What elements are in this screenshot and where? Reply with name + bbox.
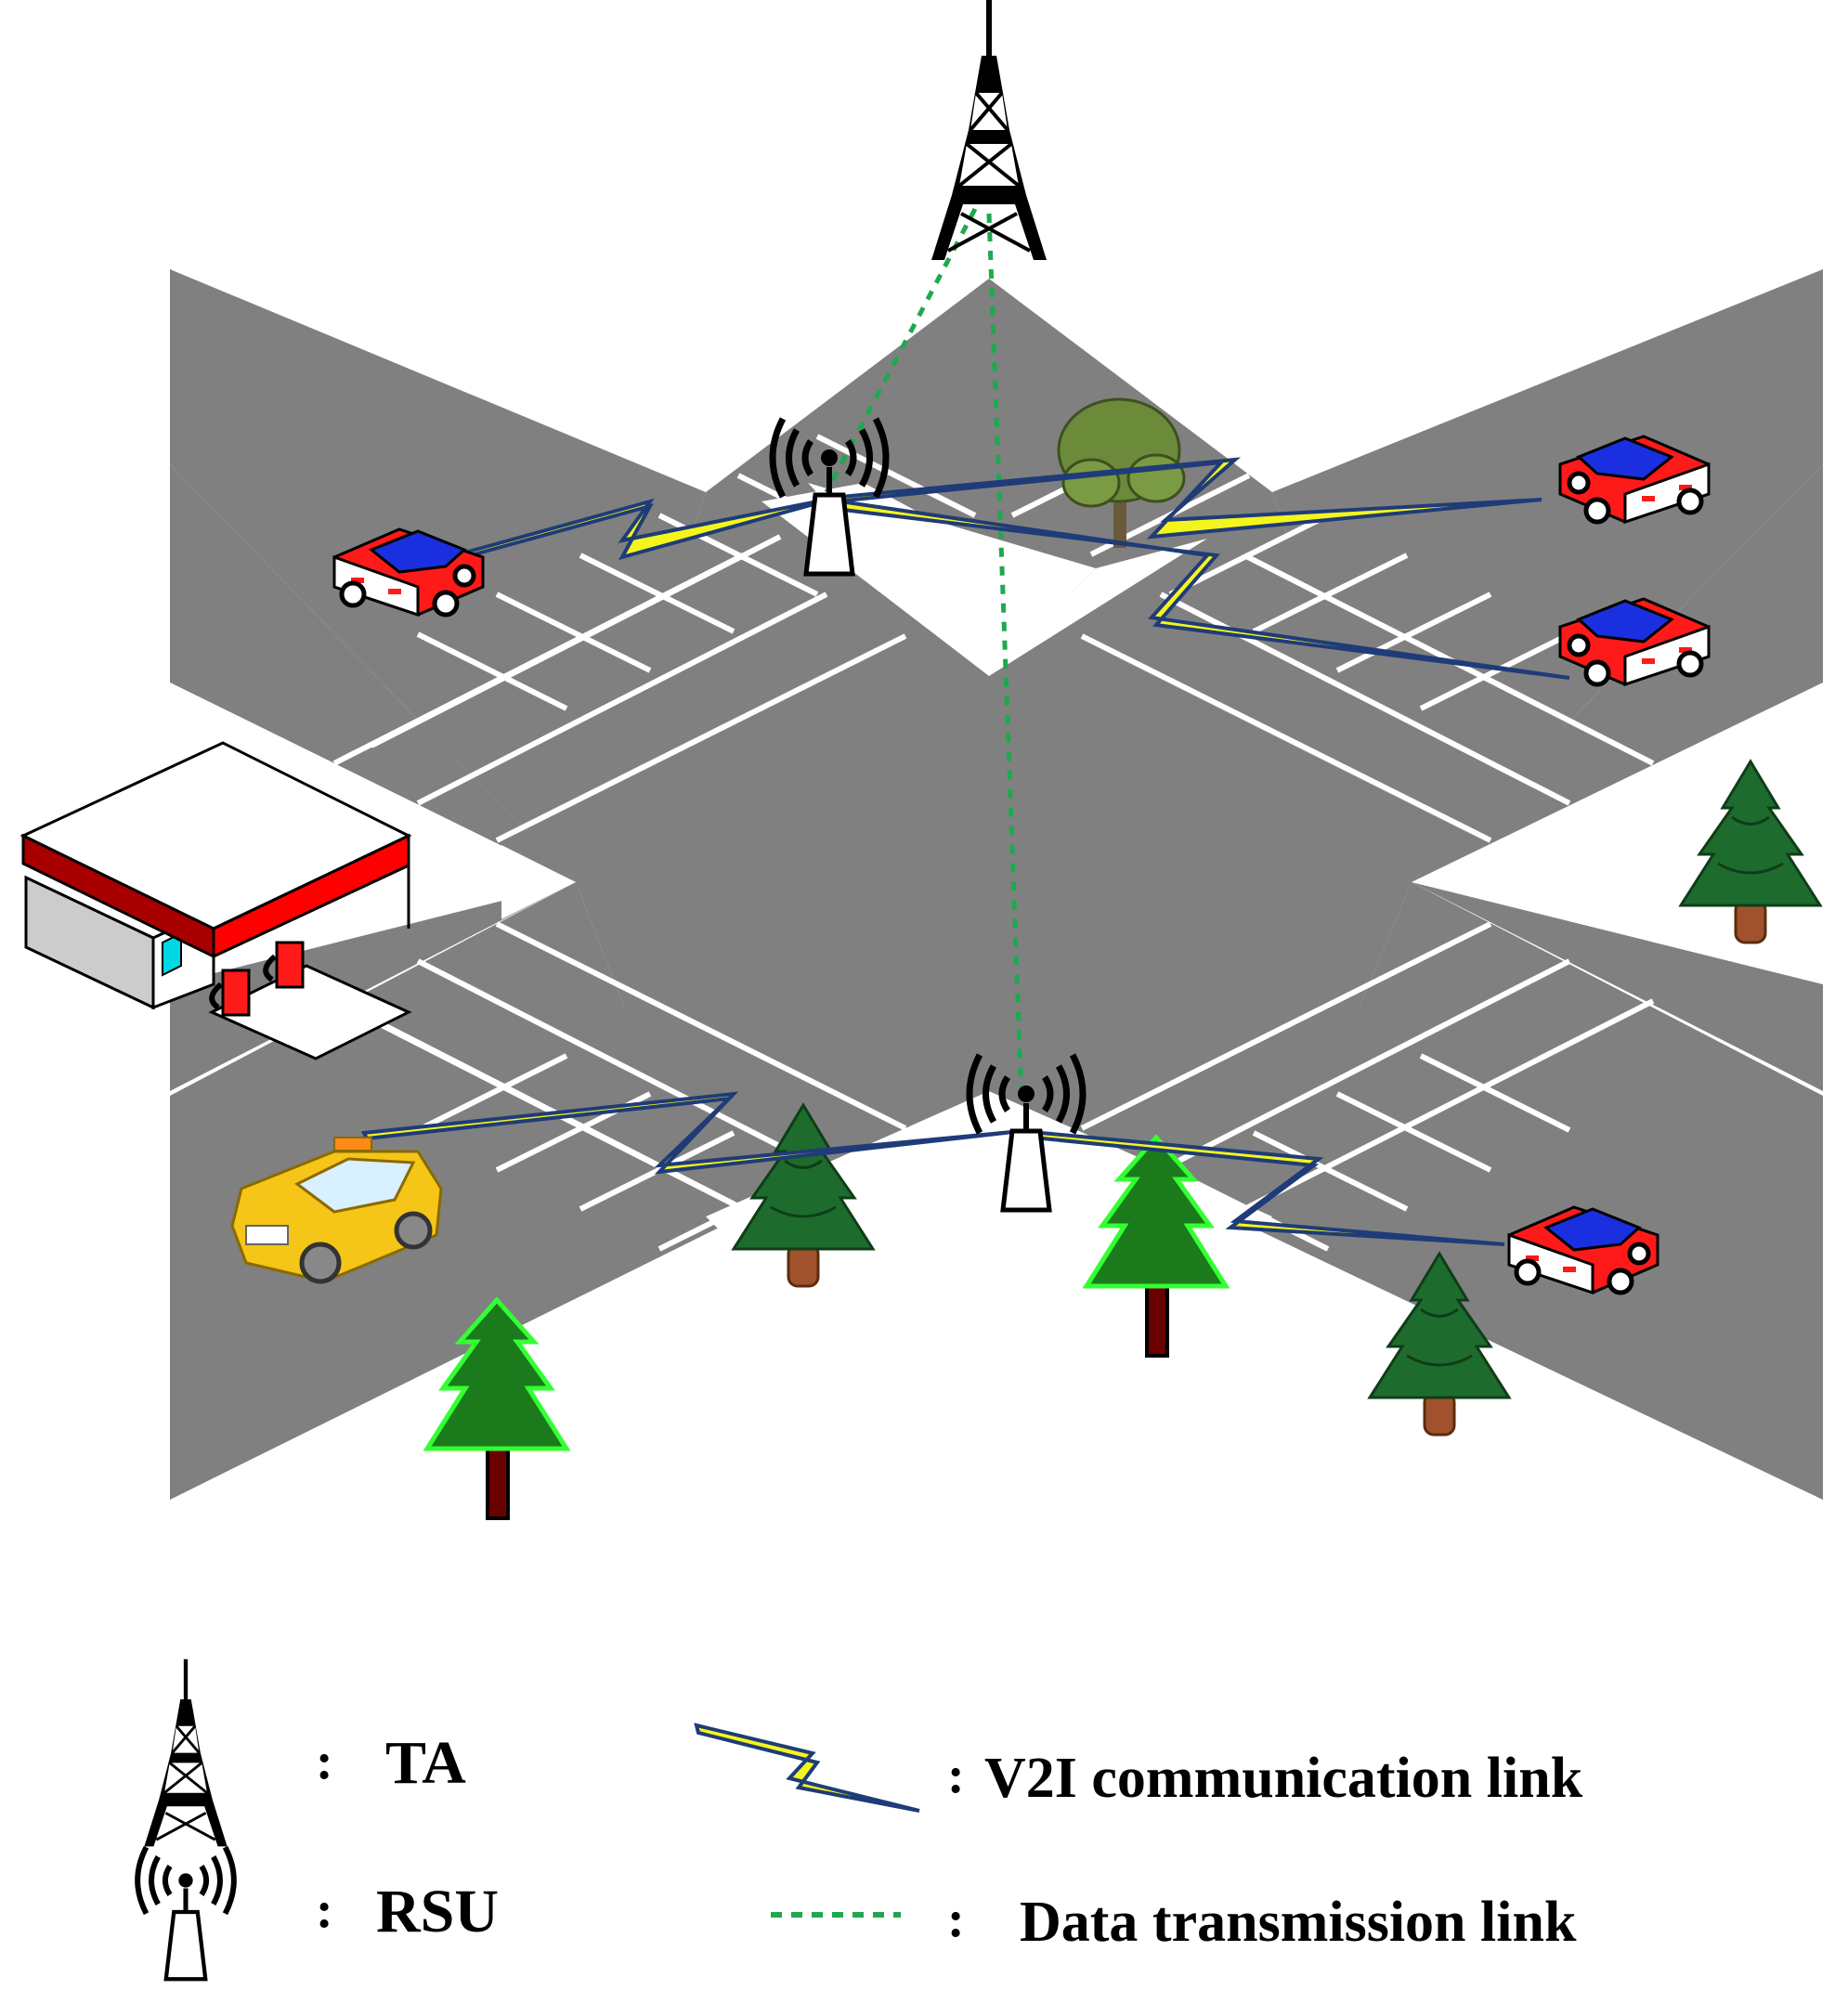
v2i-link-mid-right-car <box>832 499 1570 680</box>
legend-lightning-link-icon <box>694 1723 920 1813</box>
legend-data-separator: : <box>947 1891 965 1948</box>
v2i-link-taxi <box>360 1091 1022 1175</box>
legend-antenna-icon <box>137 1847 234 1979</box>
legend-v2i-separator: : <box>947 1747 965 1804</box>
legend-data-label: Data transmission link <box>1020 1891 1577 1954</box>
v2i-link-lower-right-car <box>1019 1128 1505 1246</box>
taxi <box>230 1137 443 1284</box>
v2i-link-upper-right-car <box>830 457 1542 540</box>
legend-tower-icon <box>144 1659 227 1847</box>
road-network <box>170 269 1823 1500</box>
v2i-link-left-car <box>445 495 841 565</box>
gas-station <box>20 741 412 1060</box>
legend: : TA : RSU : V2I communication link : Da… <box>137 1659 1583 1979</box>
legend-rsu-label: RSU <box>376 1878 499 1945</box>
legend-ta-separator: : <box>316 1733 333 1790</box>
legend-rsu-separator: : <box>316 1881 333 1939</box>
legend-v2i-label: V2I communication link <box>984 1747 1583 1810</box>
v2i-links <box>360 457 1570 1246</box>
legend-ta-label: TA <box>385 1729 466 1797</box>
crosswalk-markings <box>332 434 1655 1292</box>
